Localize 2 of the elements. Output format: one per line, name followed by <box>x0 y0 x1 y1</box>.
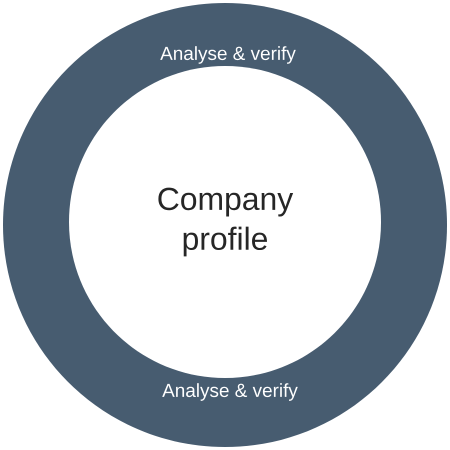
ring-label: Analyse & verify <box>162 383 298 401</box>
ring-label: Analyse & verify <box>160 46 296 64</box>
